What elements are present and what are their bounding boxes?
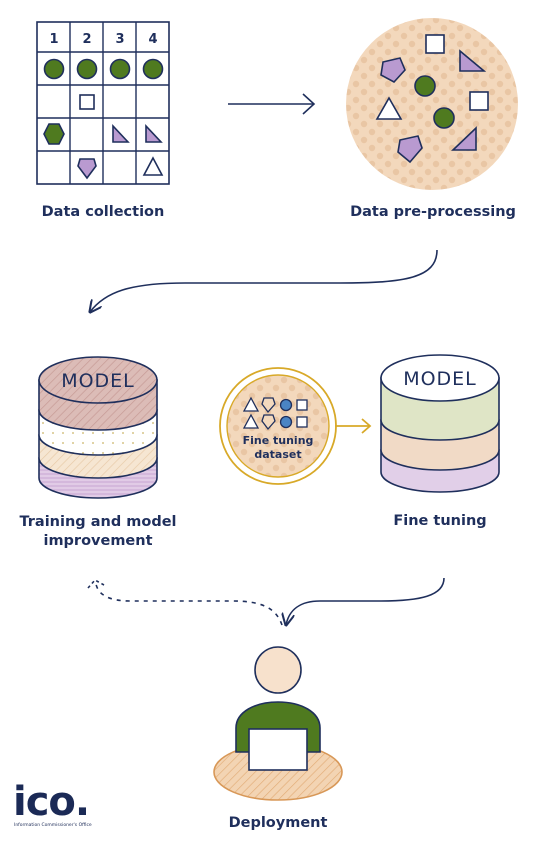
data-collection-label: Data collection (41, 204, 165, 220)
square-icon (79, 94, 95, 110)
arrow-right-icon (228, 93, 316, 115)
grid-column-number: 4 (148, 32, 157, 47)
square-icon (296, 399, 308, 411)
curved-arrow-icon (90, 249, 438, 312)
training-label: Training and model improvement (0, 513, 196, 551)
triangle-icon (375, 96, 403, 120)
curved-arrow-icon (286, 577, 445, 625)
triangle-icon (242, 396, 260, 412)
green-circle-icon (414, 75, 436, 97)
training-label-line1: Training and model (19, 514, 177, 530)
grid-column-number: 1 (49, 32, 58, 47)
blue-circle-icon (279, 415, 293, 429)
purple-pentagon-icon (380, 57, 406, 83)
feedback-dashed-arrow-icon (87, 578, 283, 626)
purple-triangle-icon (451, 126, 477, 151)
pentagon-icon (261, 397, 276, 414)
pentagon-icon (261, 414, 276, 431)
ico-logo-subtext: Information Commissioner's Office (14, 823, 92, 828)
square-icon (469, 91, 489, 111)
grid-column-number: 2 (82, 32, 91, 47)
model-label: MODEL (403, 368, 477, 390)
triangle-icon (242, 413, 260, 429)
fine-tuning-dataset-badge: Fine tuning dataset (219, 367, 337, 485)
square-icon (296, 416, 308, 428)
triangle-icon (142, 156, 164, 176)
fine-tuned-model-cylinder: MODEL (380, 354, 500, 493)
ico-logo: ico. (13, 779, 90, 825)
training-label-line2: improvement (43, 533, 153, 549)
laptop-icon (248, 728, 308, 771)
dataset-label-line2: dataset (254, 448, 301, 461)
training-model-cylinder: MODEL (38, 356, 158, 499)
green-circle-icon (109, 58, 131, 80)
deployment-person-illustration (213, 646, 343, 801)
model-label: MODEL (61, 370, 135, 392)
purple-triangle-icon (459, 49, 487, 72)
person-head (254, 646, 302, 694)
blue-circle-icon (279, 398, 293, 412)
fine-tuning-label: Fine tuning (393, 513, 487, 529)
green-circle-icon (142, 58, 164, 80)
purple-pentagon-icon (77, 158, 97, 180)
data-preprocessing-label: Data pre-processing (350, 204, 516, 220)
data-collection-grid: 1 2 3 4 (36, 21, 170, 185)
green-circle-icon (76, 58, 98, 80)
green-circle-icon (43, 58, 65, 80)
grid-column-number: 3 (115, 32, 124, 47)
purple-pentagon-icon (397, 135, 423, 164)
gold-arrow-icon (335, 418, 372, 434)
purple-triangle-icon (145, 123, 163, 143)
preprocessing-circle (346, 18, 518, 190)
square-icon (425, 34, 445, 54)
green-circle-icon (433, 107, 455, 129)
green-hexagon-icon (43, 123, 65, 145)
purple-triangle-icon (112, 123, 130, 143)
dataset-label-line1: Fine tuning (243, 434, 314, 447)
deployment-label: Deployment (228, 815, 328, 831)
